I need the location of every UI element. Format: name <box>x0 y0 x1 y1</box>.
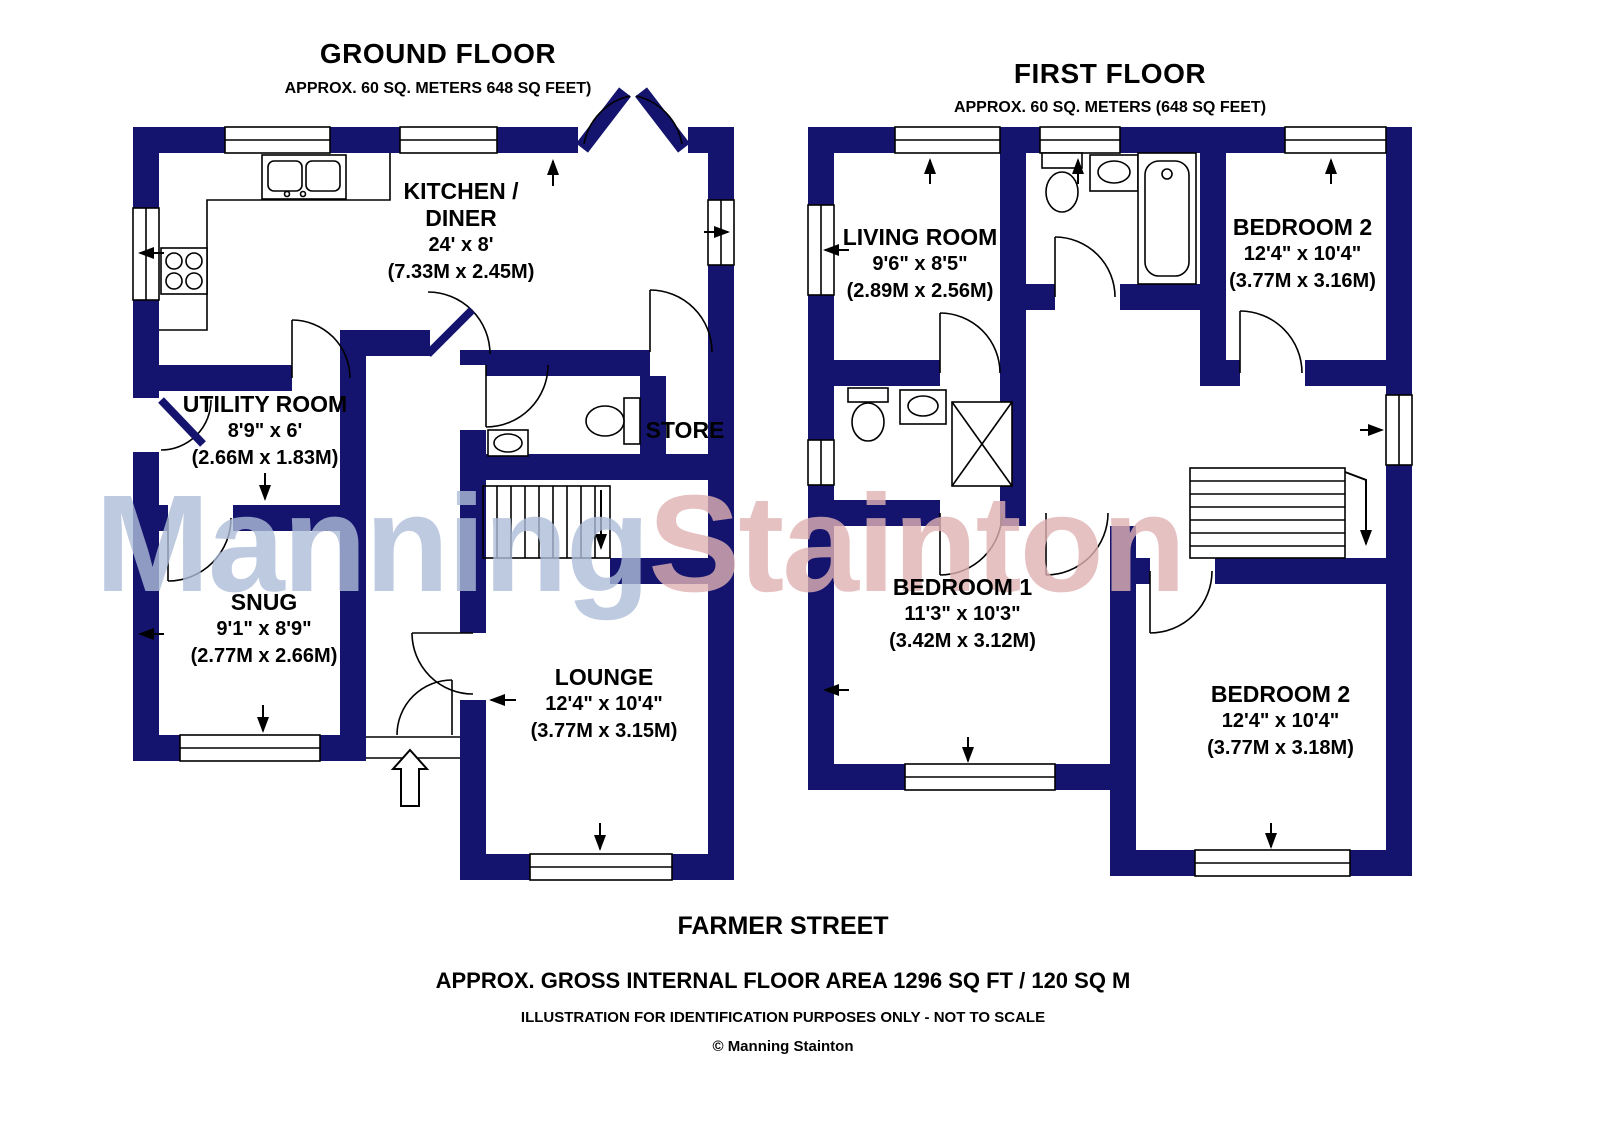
room-dims-imperial: 9'6" x 8'5" <box>872 253 968 275</box>
first-floor-plan <box>807 126 1413 877</box>
window <box>399 126 498 154</box>
disclaimer: ILLUSTRATION FOR IDENTIFICATION PURPOSES… <box>520 1009 1046 1026</box>
room-name: BEDROOM 1 <box>892 574 1033 600</box>
door-lounge <box>411 632 474 695</box>
ground-dimension-arrows <box>138 159 730 851</box>
room-label-bedroom2-top: BEDROOM 2 12'4" x 10'4" (3.77M x 3.16M) <box>1175 214 1430 295</box>
room-name: KITCHEN / DINER <box>403 178 519 231</box>
window <box>1039 126 1121 154</box>
window <box>179 734 321 762</box>
room-label-living-room: LIVING ROOM 9'6" x 8'5" (2.89M x 2.56M) <box>795 224 1045 305</box>
room-dims-metric: (3.77M x 3.18M) <box>1207 737 1354 759</box>
door-utility-side <box>158 397 212 451</box>
door-wc <box>485 364 549 428</box>
window <box>904 763 1056 791</box>
first-wc-fixtures <box>847 387 1013 487</box>
room-name: BEDROOM 2 <box>1232 214 1373 240</box>
hob-icon <box>160 247 208 295</box>
bath-icon <box>1137 152 1197 285</box>
room-name: UTILITY ROOM <box>182 391 348 417</box>
room-label-store: STORE <box>630 417 740 444</box>
door-living <box>939 312 1001 374</box>
room-dims-imperial: 11'3" x 10'3" <box>904 603 1021 625</box>
room-label-snug: SNUG 9'1" x 8'9" (2.77M x 2.66M) <box>144 589 384 670</box>
door-snug <box>167 517 232 582</box>
kitchen-counter <box>159 153 391 331</box>
basin-icon <box>487 429 529 457</box>
door-bathroom <box>1054 236 1116 298</box>
room-dims-metric: (2.66M x 1.83M) <box>191 447 339 469</box>
window <box>1194 849 1351 877</box>
room-name: LOUNGE <box>554 664 654 690</box>
room-label-lounge: LOUNGE 12'4" x 10'4" (3.77M x 3.15M) <box>484 664 724 745</box>
door-utility-kitchen <box>291 319 351 379</box>
room-dims-metric: (2.89M x 2.56M) <box>846 280 994 302</box>
door-bedroom1 <box>1045 512 1109 576</box>
ground-doors <box>158 289 713 759</box>
window <box>807 439 835 486</box>
door-front <box>366 679 460 759</box>
room-name: SNUG <box>230 589 298 615</box>
first-windows <box>807 126 1413 877</box>
door-bedroom2-bottom <box>1149 570 1213 634</box>
window <box>224 126 331 154</box>
room-dims-imperial: 12'4" x 10'4" <box>545 693 663 715</box>
stairs-direction-arrow <box>1344 471 1372 546</box>
room-label-utility: UTILITY ROOM 8'9" x 6' (2.66M x 1.83M) <box>145 391 385 472</box>
toilet-icon <box>847 387 889 442</box>
room-label-kitchen: KITCHEN / DINER 24' x 8' (7.33M x 2.45M) <box>341 178 581 286</box>
door-kitchen-hall <box>425 291 491 357</box>
window <box>1284 126 1387 154</box>
room-dims-metric: (2.77M x 2.66M) <box>190 645 338 667</box>
first-dimension-arrows <box>823 158 1384 849</box>
ground-floor-subtitle: APPROX. 60 SQ. METERS 648 SQ FEET) <box>284 80 592 97</box>
ground-floor-plan <box>132 87 735 881</box>
ground-entrance-door <box>576 87 690 153</box>
kitchen-sink-icon <box>261 154 347 200</box>
room-label-bedroom2-bottom: BEDROOM 2 12'4" x 10'4" (3.77M x 3.18M) <box>1153 681 1408 762</box>
window <box>1385 394 1413 466</box>
room-dims-imperial: 24' x 8' <box>428 234 494 256</box>
shower-icon <box>951 401 1013 487</box>
room-name: LIVING ROOM <box>842 224 998 250</box>
ground-walls <box>133 127 734 880</box>
room-dims-imperial: 8'9" x 6' <box>227 420 303 442</box>
room-dims-metric: (3.77M x 3.15M) <box>530 720 678 742</box>
room-dims-metric: (3.42M x 3.12M) <box>889 630 1036 652</box>
first-floor-subtitle: APPROX. 60 SQ. METERS (648 SQ FEET) <box>953 99 1267 116</box>
toilet-icon <box>585 397 641 445</box>
gross-floor-area: APPROX. GROSS INTERNAL FLOOR AREA 1296 S… <box>435 968 1131 993</box>
window <box>894 126 1001 154</box>
ground-wc-fixtures <box>487 397 641 457</box>
first-stairs <box>1189 467 1372 559</box>
door-bedroom2-top <box>1239 310 1303 374</box>
door-store <box>649 289 713 353</box>
room-name: BEDROOM 2 <box>1210 681 1351 707</box>
copyright: © Manning Stainton <box>712 1038 854 1055</box>
door-wc-first <box>939 512 1003 576</box>
street-name: FARMER STREET <box>677 912 889 940</box>
room-dims-imperial: 9'1" x 8'9" <box>216 618 312 640</box>
bathroom-fixtures <box>1041 152 1197 285</box>
ground-floor-title: GROUND FLOOR <box>319 38 557 69</box>
room-dims-imperial: 12'4" x 10'4" <box>1221 710 1340 732</box>
room-label-bedroom1: BEDROOM 1 11'3" x 10'3" (3.42M x 3.12M) <box>835 574 1090 655</box>
front-door-arrow <box>390 748 430 807</box>
first-floor-title: FIRST FLOOR <box>1013 58 1207 89</box>
room-dims-imperial: 12'4" x 10'4" <box>1243 243 1362 265</box>
toilet-icon <box>1041 152 1083 213</box>
first-doors <box>939 236 1303 634</box>
ground-stairs <box>482 485 611 559</box>
room-dims-metric: (7.33M x 2.45M) <box>387 261 535 283</box>
basin-icon <box>899 389 947 425</box>
room-dims-metric: (3.77M x 3.16M) <box>1229 270 1376 292</box>
window <box>529 853 673 881</box>
kitchen-fixtures <box>159 153 391 331</box>
room-name: STORE <box>645 417 725 443</box>
basin-icon <box>1089 154 1139 192</box>
